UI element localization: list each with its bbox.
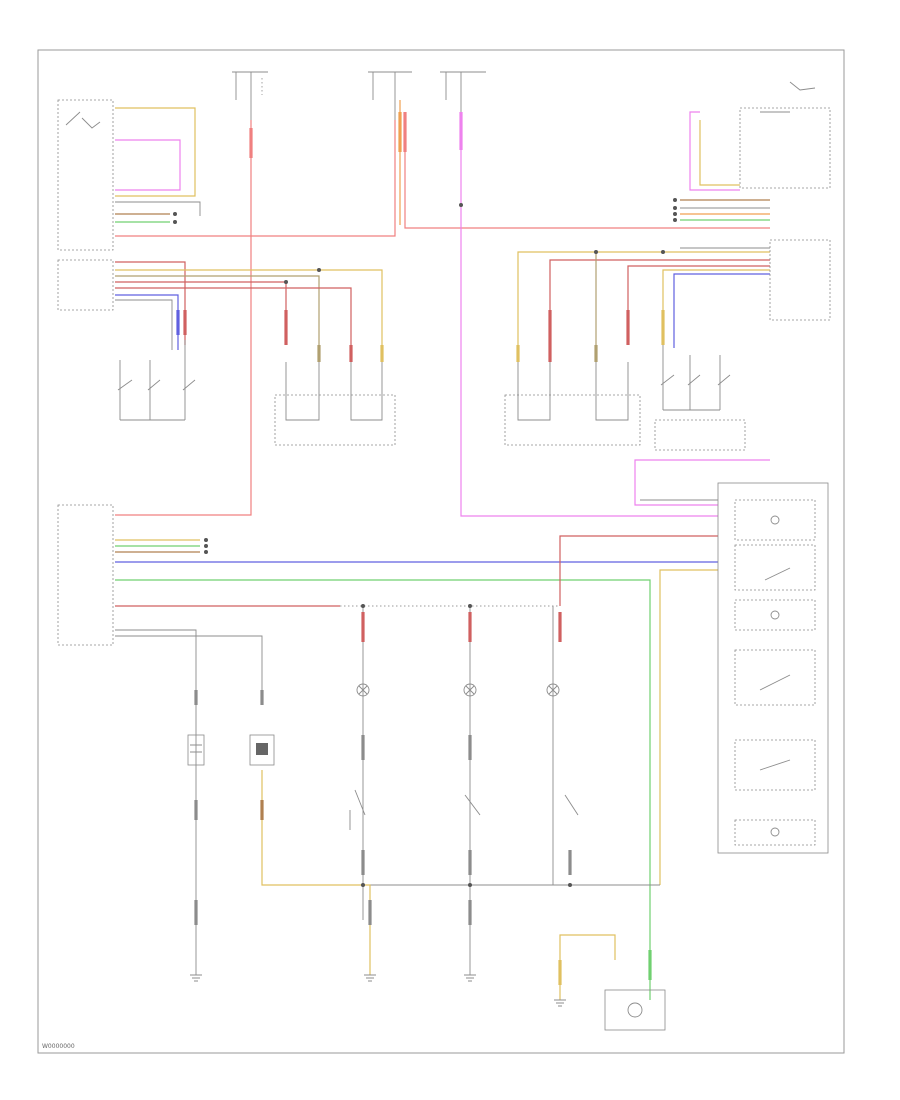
footer-code: W0000000 bbox=[42, 1043, 75, 1050]
wire-gray-cm-2 bbox=[115, 635, 263, 690]
lamp-switches bbox=[349, 789, 579, 830]
wire-magenta-indicator bbox=[634, 459, 770, 506]
wire-pink-center-right bbox=[404, 120, 770, 229]
wire-gray-dbs bbox=[115, 201, 201, 216]
fuse-left bbox=[232, 71, 268, 120]
wire-pink-center-b bbox=[115, 120, 396, 237]
airbag-control-module bbox=[57, 504, 114, 646]
wire-red-left-4 bbox=[115, 281, 287, 345]
wire-magenta-prb bbox=[689, 111, 740, 191]
wire-magenta-dbs bbox=[115, 139, 181, 191]
wire-blue-left-6 bbox=[115, 294, 179, 350]
passenger-seat-switches bbox=[654, 345, 746, 451]
wire-yellow-prb bbox=[699, 120, 740, 186]
passenger-airbag-off-lamp bbox=[604, 989, 666, 1031]
wire-red-to-indicator bbox=[559, 535, 718, 606]
wire-gray-cm-1 bbox=[115, 629, 197, 690]
wire-yellow-right-1 bbox=[517, 251, 770, 345]
wire-gray-left-7 bbox=[115, 299, 173, 350]
lamp-glovebox bbox=[356, 683, 370, 697]
wire-tan-left-3 bbox=[115, 275, 320, 345]
right-side-airbag-modules bbox=[504, 362, 641, 446]
connector-segments bbox=[176, 112, 665, 985]
diagram-frame bbox=[37, 49, 845, 1054]
passenger-occupant-sensor bbox=[769, 239, 831, 321]
driver-seat-position-sensor bbox=[57, 259, 114, 311]
wire-yellow-passenger-sensor bbox=[261, 770, 371, 975]
wire-red-right-3 bbox=[627, 265, 770, 345]
passenger-buckle-switch bbox=[739, 107, 831, 189]
driver-seat-switches bbox=[117, 340, 196, 421]
wire-green-cm bbox=[115, 579, 651, 1000]
passenger-belt-sensor bbox=[249, 734, 275, 766]
ground-points bbox=[190, 974, 566, 1007]
lamp-right-courtesy bbox=[546, 683, 560, 697]
wire-yellow-left-2 bbox=[115, 269, 383, 345]
driver-buckle-switch bbox=[57, 99, 114, 251]
left-side-airbag-modules bbox=[274, 362, 396, 446]
lamp-left-courtesy bbox=[463, 683, 477, 697]
wire-red-left-1 bbox=[115, 261, 186, 345]
fuse-right bbox=[440, 71, 486, 130]
junction-dots bbox=[173, 198, 677, 887]
wire-pink-left-fuse bbox=[115, 120, 252, 516]
wire-yellow-indicator bbox=[659, 569, 718, 885]
driver-belt-sensor bbox=[187, 734, 205, 766]
driver-buckle-switch-contact bbox=[65, 111, 101, 129]
fuse-center bbox=[368, 71, 412, 120]
wire-red-right-2 bbox=[549, 259, 770, 345]
airbag-indicator-panel bbox=[717, 482, 829, 854]
passenger-buckle-contact bbox=[760, 81, 816, 113]
wire-red-left-5 bbox=[115, 287, 352, 345]
wire-blue-right-6 bbox=[673, 273, 770, 348]
wire-yellow-right-4 bbox=[662, 269, 770, 345]
wire-yellow-dbs-1 bbox=[115, 107, 196, 197]
wire-magenta-long bbox=[460, 130, 718, 517]
